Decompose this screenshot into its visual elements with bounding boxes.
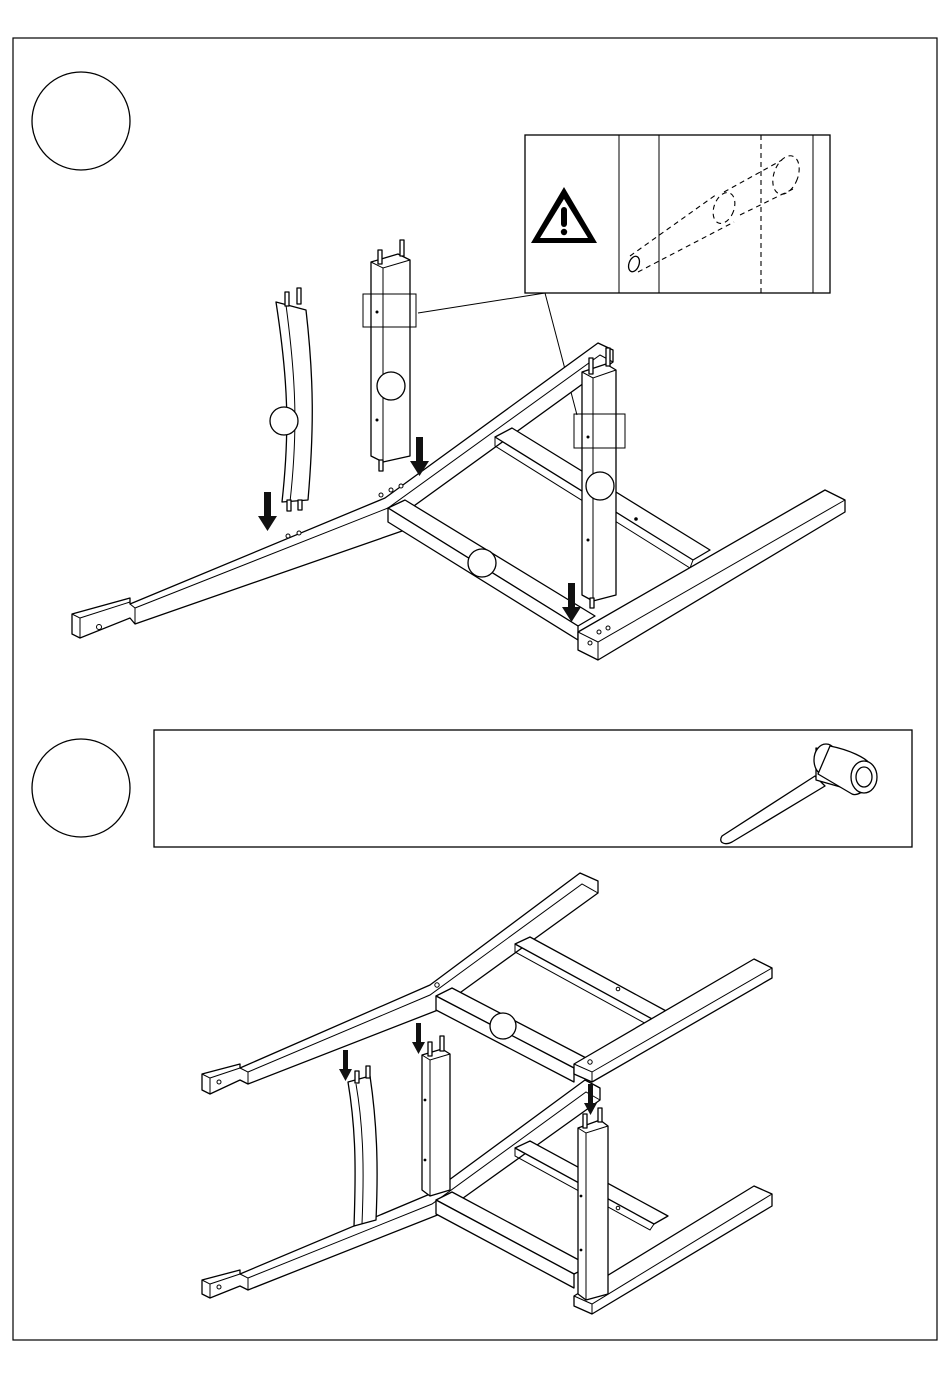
seat-front-crossbar	[436, 988, 590, 1082]
straight-leg-step-2-front	[578, 1108, 608, 1300]
curved-leg	[270, 288, 312, 511]
lower-front-crossbar	[436, 1192, 590, 1288]
step-1-number-circle	[32, 72, 130, 170]
insert-arrow-1	[258, 492, 277, 531]
curved-leg-step-2	[348, 1066, 377, 1226]
seat-back-stretcher	[515, 937, 668, 1026]
straight-leg-step-2-back	[422, 1036, 450, 1196]
tool-box	[154, 730, 912, 847]
frame-side-rail-right	[578, 490, 845, 660]
insert-arrow-4	[339, 1050, 352, 1081]
insert-arrow-5	[412, 1023, 425, 1054]
step-2	[32, 730, 912, 1314]
warning-detail-box	[418, 135, 830, 415]
straight-leg-back	[363, 240, 416, 471]
straight-leg-front	[574, 348, 625, 608]
step-2-number-circle	[32, 739, 130, 837]
frame-crossbar	[388, 500, 595, 640]
step-1	[32, 72, 845, 660]
